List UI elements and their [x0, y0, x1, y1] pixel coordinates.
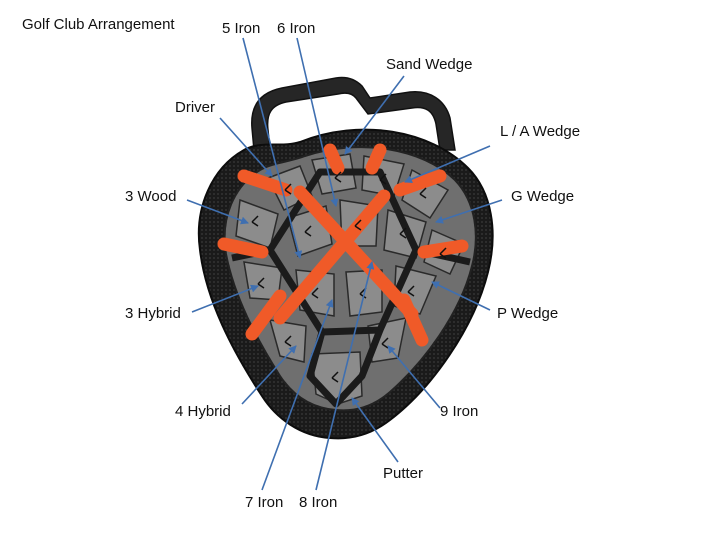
golf-bag-diagram	[0, 0, 720, 540]
